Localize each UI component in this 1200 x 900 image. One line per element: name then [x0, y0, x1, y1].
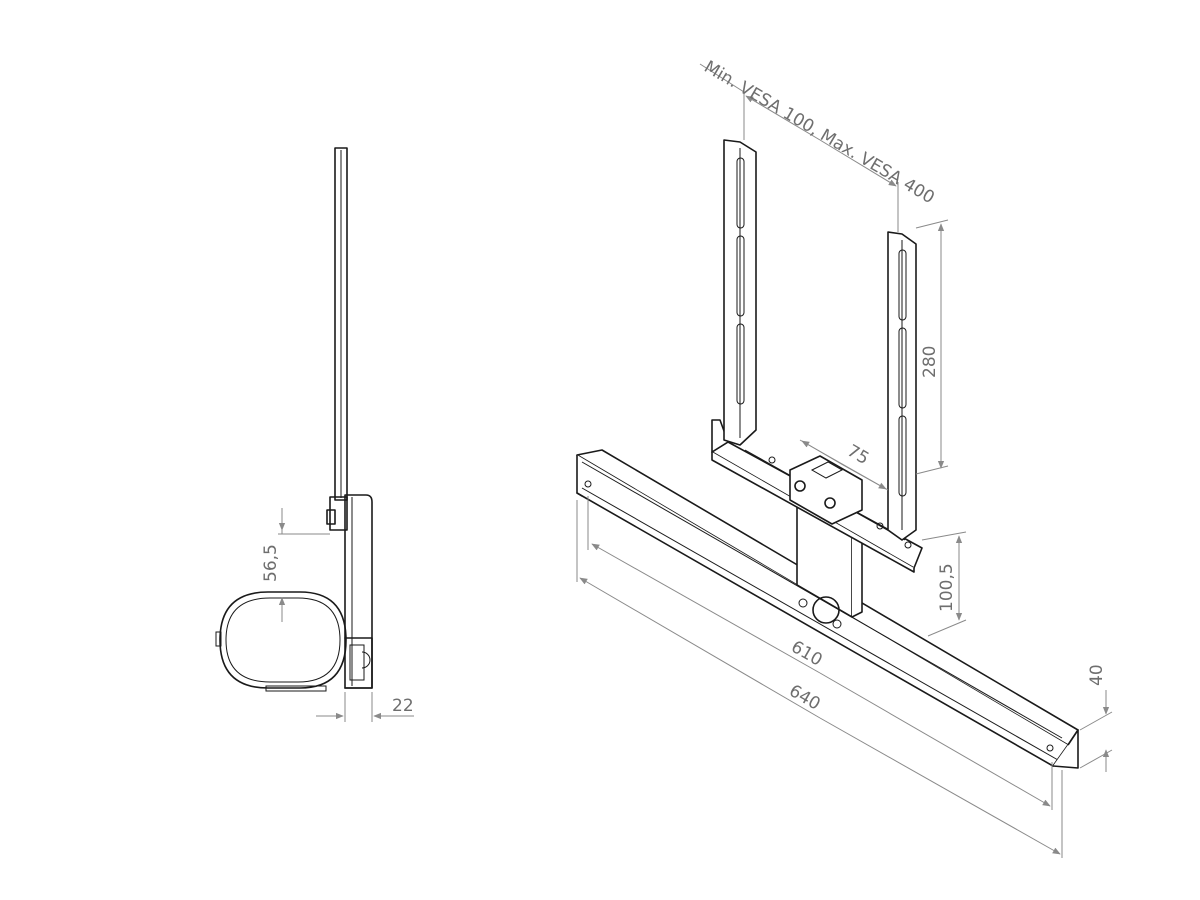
iso-post-hole-left	[798, 598, 808, 608]
dim-40: 40	[1079, 664, 1113, 772]
dim-75-arrow-right	[842, 464, 887, 490]
iso-block-bolt-right	[824, 497, 836, 509]
dim-vesa-leader	[699, 63, 745, 93]
dim-610-arrow-left	[591, 543, 821, 674]
side-view: 56,5 22	[215, 147, 414, 722]
side-back-plate	[344, 494, 373, 689]
dim-75-label: 75	[844, 441, 873, 469]
dim-100-5: 100,5	[921, 531, 967, 637]
iso-left-arm-slot-3	[736, 323, 745, 405]
iso-rail-hole-3	[904, 541, 912, 549]
dim-100-5-label: 100,5	[937, 563, 957, 612]
iso-beam-end	[1052, 729, 1079, 769]
side-vertical-bar	[334, 147, 348, 501]
dim-280: 280	[915, 219, 949, 475]
dim-640-arrow-right	[819, 717, 1061, 855]
isometric-view: Min. VESA 100, Max. VESA 400 280 75 100,…	[576, 57, 1113, 858]
dim-100-5-ext-top	[921, 531, 967, 541]
dim-640-arrow-left	[579, 577, 821, 719]
side-clamp	[329, 496, 348, 531]
iso-left-arm	[723, 139, 757, 446]
iso-right-arm-slot-2	[898, 327, 907, 409]
soundbar-side-button	[215, 631, 222, 647]
dim-40-ext-top	[1079, 711, 1113, 731]
dim-280-label: 280	[920, 346, 940, 378]
iso-rail-hole-1	[768, 456, 776, 464]
iso-rail-hole-2	[876, 522, 884, 530]
side-holder-slot	[361, 651, 371, 669]
side-holder-inner	[349, 644, 365, 681]
iso-right-arm-slot-3	[898, 415, 907, 497]
iso-post-hole-right	[832, 619, 842, 629]
iso-beam-hole-left	[584, 480, 592, 488]
iso-beam-front-edge	[576, 492, 583, 497]
iso-cross-rail	[711, 419, 923, 573]
side-clamp-screw	[326, 509, 336, 525]
side-holder	[344, 637, 373, 689]
dim-280-ext-bottom	[915, 465, 949, 475]
dim-vesa-arrow-left	[745, 95, 821, 141]
iso-post-cable-hole	[812, 596, 840, 624]
iso-right-arm-slot-1	[898, 249, 907, 321]
dim-100-5-ext-bottom	[927, 619, 967, 637]
dim-75-arrow-left	[801, 440, 844, 466]
dim-22-label: 22	[392, 696, 414, 716]
dim-40-ext-bottom	[1079, 749, 1113, 769]
iso-left-arm-slot-1	[736, 157, 745, 229]
dim-610-arrow-right	[819, 672, 1051, 807]
soundbar-profile-inner	[225, 597, 341, 683]
iso-beam-hole-right	[1046, 744, 1054, 752]
iso-left-arm-slot-2	[736, 235, 745, 317]
iso-block-bolt-left	[794, 480, 806, 492]
dim-280-ext-top	[915, 219, 949, 229]
iso-block-top	[810, 461, 844, 479]
iso-right-arm	[887, 231, 917, 541]
soundbar-foot	[265, 685, 327, 692]
iso-center-block	[789, 455, 863, 525]
iso-beam-front-line	[581, 487, 1059, 761]
soundbar-profile	[219, 591, 347, 689]
dim-40-label: 40	[1087, 664, 1107, 686]
dim-vesa-arrow-right	[819, 139, 897, 187]
dim-56-5-label: 56,5	[261, 544, 281, 582]
